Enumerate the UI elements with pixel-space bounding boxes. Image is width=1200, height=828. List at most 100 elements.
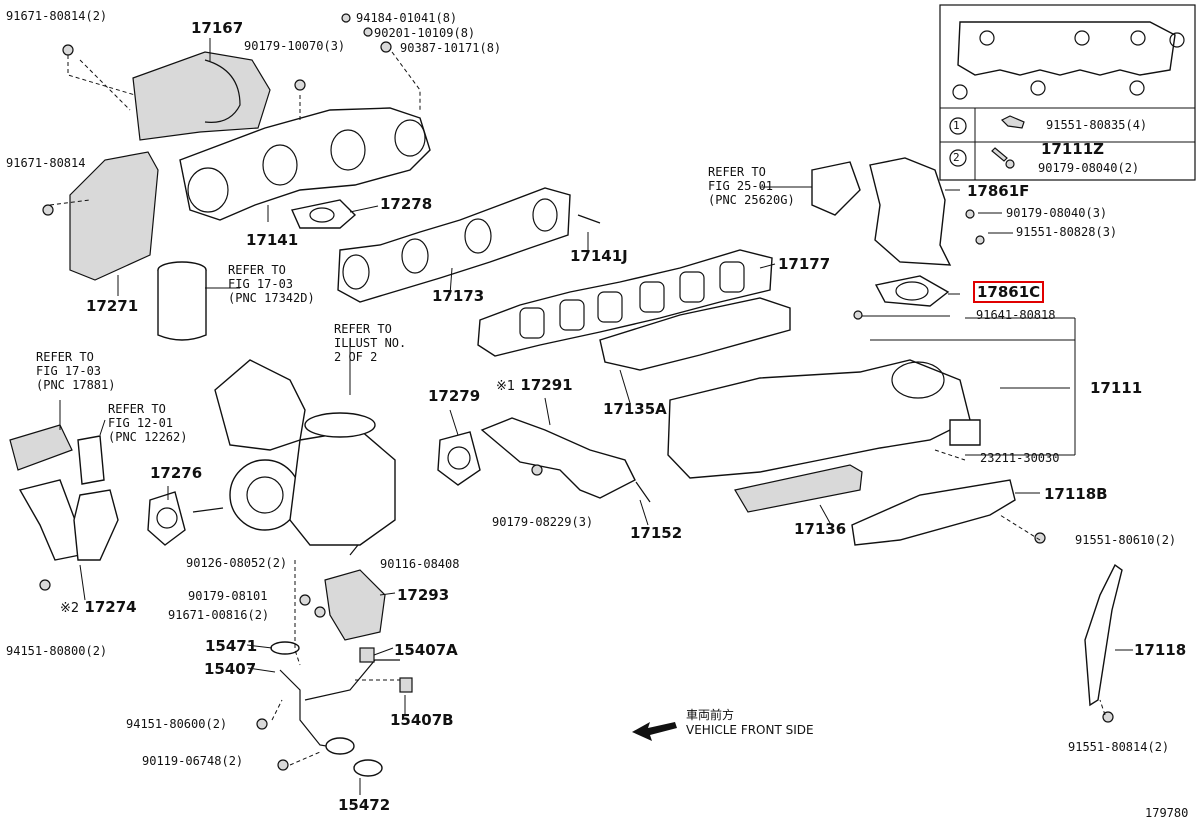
ref-fig-17-03-b-line3: (PNC 17881) (36, 378, 116, 392)
label-17111Z: 17111Z (1041, 140, 1105, 158)
label-91671-00816: 91671-00816(2) (168, 608, 270, 622)
ref-fig-25-01-line2: FIG 25-01 (708, 179, 774, 193)
label-15407A: 15407A (394, 641, 458, 659)
label-17141J: 17141J (570, 247, 628, 265)
pipe-17291 (480, 417, 636, 499)
label-15407B: 15407B (390, 711, 454, 729)
ref-fig-12-01: REFER TO FIG 12-01 (PNC 12262) (108, 402, 187, 444)
diagram-id: 179780 (1145, 806, 1189, 820)
inset-callout-2: 2 (953, 151, 960, 164)
ref-fig-17-03-a-line3: (PNC 17342D) (228, 291, 315, 305)
intake-manifold-17111 (667, 359, 981, 479)
insulator-tube (157, 261, 207, 341)
label-90119-06748: 90119-06748(2) (142, 754, 244, 768)
ref-fig-25-01-line3: (PNC 25620G) (708, 193, 795, 207)
vehicle-front-arrow (632, 722, 677, 741)
label-17274: ※2 17274 (60, 599, 137, 617)
label-17276: 17276 (150, 464, 203, 482)
label-90126-08052: 90126-08052(2) (186, 556, 288, 570)
label-91671-80814-2: 91671-80814(2) (6, 9, 108, 23)
label-17278: 17278 (380, 195, 433, 213)
gasket-17276 (147, 491, 186, 546)
gasket-17173 (337, 187, 571, 303)
label-17861C-highlighted[interactable]: 17861C (972, 281, 1045, 303)
gasket-17177 (477, 249, 773, 357)
label-17293: 17293 (397, 586, 450, 604)
ref-fig-17-03-a: REFER TO FIG 17-03 (PNC 17342D) (228, 263, 315, 305)
label-17136: 17136 (794, 520, 847, 538)
inset-callout-1: 1 (953, 119, 960, 132)
ref-illust-line1: REFER TO (334, 322, 392, 336)
label-17173: 17173 (432, 287, 485, 305)
label-17167: 17167 (191, 19, 244, 37)
gasket-17861C (874, 275, 950, 307)
label-17177: 17177 (778, 255, 831, 273)
label-94151-80600: 94151-80600(2) (126, 717, 228, 731)
label-17118: 17118 (1134, 641, 1187, 659)
label-15407: 15407 (204, 660, 257, 678)
ref-fig-17-03-b-line1: REFER TO (36, 350, 94, 364)
label-17135A: 17135A (603, 400, 667, 418)
label-90116-08408: 90116-08408 (380, 557, 460, 571)
turbocharger (214, 359, 396, 546)
ref-fig-12-01-line3: (PNC 12262) (108, 430, 188, 444)
label-91551-80814: 91551-80814(2) (1068, 740, 1170, 754)
label-90179-08229: 90179-08229(3) (492, 515, 594, 529)
part-17136 (734, 464, 863, 513)
ref-fig-25-01: REFER TO FIG 25-01 (PNC 25620G) (708, 165, 795, 207)
part-17135A (599, 297, 791, 371)
ref-fig-25-01-line1: REFER TO (708, 165, 766, 179)
label-94184-01041: 94184-01041(8) (356, 11, 458, 25)
heat-insulator-17271 (69, 151, 159, 281)
note-mark-1: ※1 (496, 379, 516, 394)
ref-illust-line2: ILLUST NO. (334, 336, 407, 350)
hoses-left (9, 424, 119, 561)
label-17271: 17271 (86, 297, 139, 315)
assembly-lines (49, 51, 1106, 766)
oil-lines (270, 641, 413, 777)
label-17152: 17152 (630, 524, 683, 542)
part-17118B (851, 479, 1016, 546)
label-91551-80835: 91551-80835(4) (1046, 118, 1148, 132)
vehicle-front-en: VEHICLE FRONT SIDE (686, 723, 814, 737)
label-17861F: 17861F (967, 182, 1030, 200)
heat-insulator-17167 (132, 51, 271, 141)
label-90387-10171: 90387-10171(8) (400, 41, 502, 55)
exhaust-manifold-17141 (179, 107, 431, 221)
vehicle-front-ja: 車両前方 (686, 708, 735, 722)
fastener-glyphs (39, 13, 1114, 771)
ref-illust-2-of-2: REFER TO ILLUST NO. 2 OF 2 (334, 322, 406, 364)
label-15472: 15472 (338, 796, 391, 814)
label-91671-80814: 91671-80814 (6, 156, 86, 170)
ref-fig-12-01-line1: REFER TO (108, 402, 166, 416)
label-90179-08101: 90179-08101 (188, 589, 268, 603)
note-mark-2: ※2 (60, 601, 80, 616)
ref-fig-17-03-b: REFER TO FIG 17-03 (PNC 17881) (36, 350, 115, 392)
label-17291-number: 17291 (520, 376, 573, 394)
label-17291: ※1 17291 (496, 377, 573, 395)
label-17141: 17141 (246, 231, 299, 249)
gasket-17278 (291, 199, 357, 229)
label-91551-80610: 91551-80610(2) (1075, 533, 1177, 547)
label-91641-80818: 91641-80818 (976, 308, 1056, 322)
label-90179-08040-3: 90179-08040(3) (1006, 206, 1108, 220)
label-91551-80828: 91551-80828(3) (1016, 225, 1118, 239)
label-17279: 17279 (428, 387, 481, 405)
label-17111: 17111 (1090, 379, 1143, 397)
leader-lines (59, 38, 1133, 795)
ref-illust-line3: 2 OF 2 (334, 350, 378, 364)
label-23211-30030: 23211-30030 (980, 451, 1060, 465)
label-90179-10070: 90179-10070(3) (244, 39, 346, 53)
bracket-17293 (324, 569, 386, 641)
ref-fig-17-03-a-line2: FIG 17-03 (228, 277, 294, 291)
label-90201-10109: 90201-10109(8) (374, 26, 476, 40)
gasket-17279 (437, 431, 481, 486)
inset-box (939, 4, 1196, 181)
bracket-17118 (1084, 563, 1123, 707)
label-15471: 15471 (205, 637, 258, 655)
label-17118B: 17118B (1044, 485, 1108, 503)
ref-fig-17-03-a-line1: REFER TO (228, 263, 286, 277)
label-90179-08040-2: 90179-08040(2) (1038, 161, 1140, 175)
label-17274-number: 17274 (84, 598, 137, 616)
